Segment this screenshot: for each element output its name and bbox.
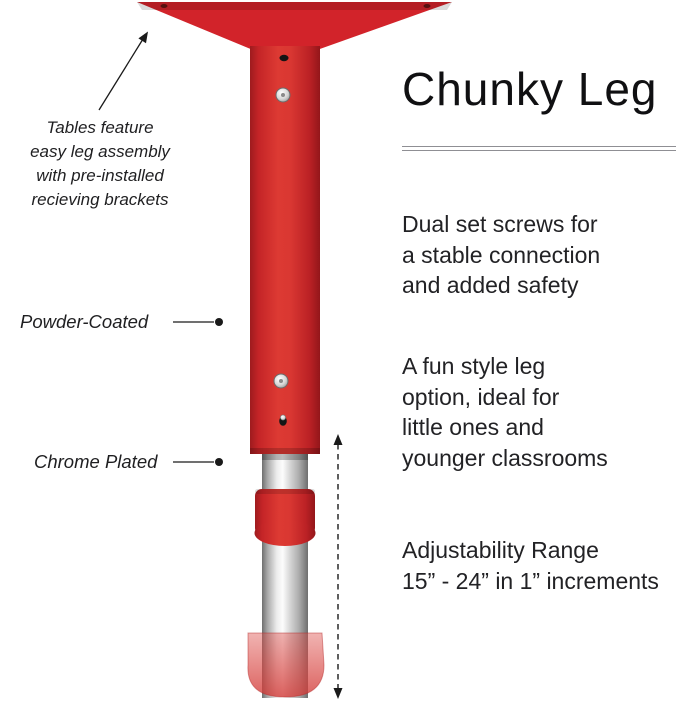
chrome-plated-pointer-dot xyxy=(215,458,223,466)
chrome-plated-pointer xyxy=(173,458,223,466)
tube-bottom-shadow xyxy=(250,448,320,454)
page-title: Chunky Leg xyxy=(402,63,658,115)
leg-tube xyxy=(250,46,320,454)
feature-dual-set-screws: Dual set screws for a stable connection … xyxy=(402,211,601,299)
assembly-note-arrow xyxy=(98,31,148,111)
feature-adjustability-range: Adjustability Range 15” - 24” in 1” incr… xyxy=(402,537,659,594)
plate-hole-right xyxy=(423,4,431,8)
info-panel: Chunky Leg Dual set screws for a stable … xyxy=(402,0,679,706)
mounting-plate xyxy=(137,2,452,50)
assembly-note-arrowhead xyxy=(138,31,148,44)
assembly-note-arrow-line xyxy=(98,38,144,111)
chrome-plated-label: Chrome Plated xyxy=(34,451,158,472)
feature-fun-style: A fun style leg option, ideal for little… xyxy=(402,353,608,471)
set-screw-bottom-center xyxy=(279,379,283,383)
powder-coated-pointer xyxy=(173,318,223,326)
chrome-tube-top-shadow xyxy=(262,454,308,460)
range-arrow-down xyxy=(333,688,343,699)
assembly-note: Tables feature easy leg assembly with pr… xyxy=(30,118,170,210)
title-divider xyxy=(402,146,676,151)
adjustment-collar-bulge xyxy=(254,520,316,546)
set-screw-top-center xyxy=(281,93,285,97)
powder-coated-pointer-dot xyxy=(215,318,223,326)
range-arrow-up xyxy=(333,434,343,445)
mounting-plate-edge xyxy=(137,2,452,10)
tube-hole-top xyxy=(279,54,289,62)
adjustability-range-indicator xyxy=(333,434,343,699)
tube-hole-bottom-screw xyxy=(280,414,286,421)
powder-coated-label: Powder-Coated xyxy=(20,311,149,332)
plate-hole-left xyxy=(160,4,168,8)
foot-cap xyxy=(247,632,325,698)
adjustment-collar-ring xyxy=(255,489,315,494)
